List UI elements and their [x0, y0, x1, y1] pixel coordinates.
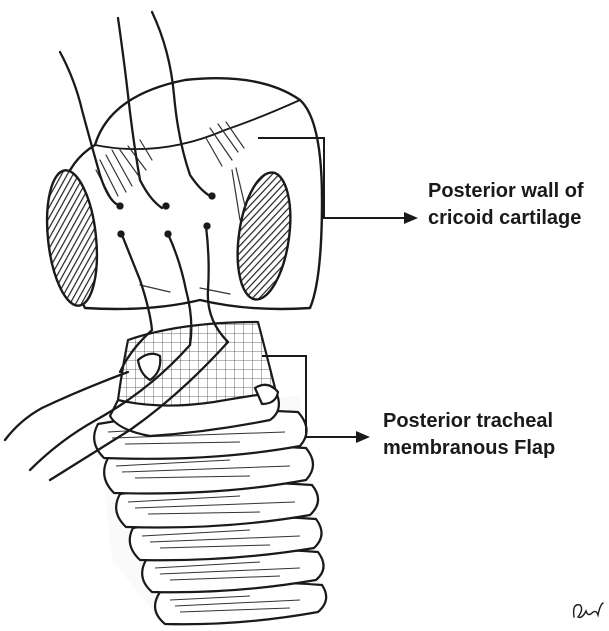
suture-knot — [164, 204, 169, 209]
suture-knot — [166, 232, 171, 237]
label-posterior-tracheal-flap: Posterior tracheal membranous Flap — [383, 408, 555, 462]
suture-knot — [119, 232, 124, 237]
suture-knot — [205, 224, 210, 229]
label-line: Posterior tracheal — [383, 408, 555, 435]
label-line: membranous Flap — [383, 435, 555, 462]
suture-knot — [210, 194, 215, 199]
artist-signature — [570, 597, 604, 623]
label-line: Posterior wall of — [428, 178, 584, 205]
membranous-flap — [110, 322, 279, 436]
label-posterior-cricoid-wall: Posterior wall of cricoid cartilage — [428, 178, 584, 232]
suture-knot — [118, 204, 123, 209]
label-line: cricoid cartilage — [428, 205, 584, 232]
